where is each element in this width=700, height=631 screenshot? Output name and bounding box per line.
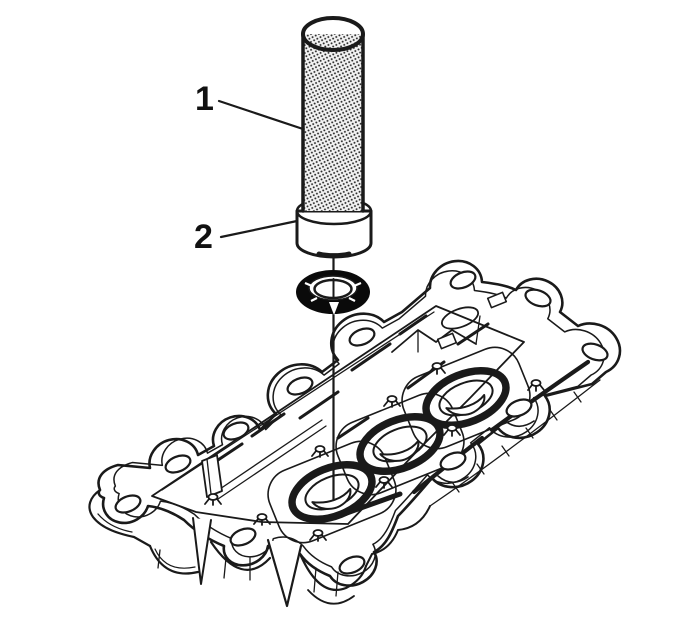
body-arch [209, 540, 272, 571]
recess-tab [436, 332, 458, 350]
opening-ring [422, 366, 510, 430]
bolt-hole [114, 494, 142, 514]
stud-boss [311, 445, 329, 458]
collar-rim-inner-line [298, 214, 370, 225]
opening-pad [335, 392, 465, 496]
recess-walls [391, 329, 477, 353]
flange-bolt-holes [114, 270, 609, 575]
gasket-channel [113, 270, 605, 577]
recess-kidney [440, 306, 480, 330]
handle-top-face [301, 16, 365, 52]
oil-pan-drawing [88, 259, 622, 608]
right-lower-scallops [365, 505, 431, 567]
callout-2-leader [219, 219, 299, 239]
left-wing [88, 488, 152, 548]
floor-ridge-line [213, 419, 327, 500]
bolt-hole [524, 288, 552, 308]
stud-boss [383, 395, 401, 408]
opening-dome [311, 487, 352, 510]
bolt-hole [164, 454, 192, 474]
bolt-hole [439, 451, 467, 471]
left-post [201, 454, 223, 498]
recess-wall-edge [417, 315, 481, 353]
pan-body [88, 488, 431, 608]
post-edge [206, 458, 212, 495]
bottom-lobe [307, 589, 355, 605]
callout-1-label: 1 [195, 80, 214, 118]
stud-boss [204, 493, 222, 506]
opening-pad [401, 346, 531, 450]
stud-boss [309, 529, 327, 542]
collar-body [295, 209, 373, 259]
bolt-hole [229, 527, 257, 547]
post-outline [201, 454, 223, 498]
seal-tick-marks [304, 281, 362, 302]
opening-ring [356, 412, 444, 476]
tube-opening-rear [401, 346, 531, 450]
bolt-hole [449, 270, 477, 290]
opening-ring [288, 460, 376, 524]
bottom-lobe [299, 554, 368, 591]
tube-opening-front [267, 440, 397, 544]
seal-installer-tool [295, 16, 373, 259]
bolt-hole [581, 342, 609, 362]
left-wing-inner [97, 513, 133, 533]
artwork: 1 2 [88, 16, 622, 608]
callout-1-leader [217, 99, 305, 131]
body-arch-inner [154, 548, 196, 569]
bolt-hole [286, 376, 314, 396]
handle-body [303, 34, 363, 211]
side-wall-ticks [451, 391, 582, 493]
opening-dome [445, 393, 486, 416]
stud-boss [253, 513, 271, 526]
floor-rib-dashes [204, 314, 490, 470]
recess-tab [486, 291, 508, 309]
body-fin [266, 538, 303, 608]
tool-handle [301, 16, 365, 213]
right-end-recess [391, 291, 508, 353]
side-wall-line [429, 379, 601, 507]
callouts: 1 2 [194, 80, 305, 256]
stud-boss [428, 362, 446, 375]
body-arch [148, 544, 200, 575]
under-ear-scallop [437, 419, 535, 484]
body-rib-lines [157, 549, 339, 597]
tube-opening-middle [335, 392, 465, 496]
stud-boss [375, 476, 393, 489]
bolt-hole [338, 555, 366, 575]
seal-notch [329, 302, 339, 315]
stud-boss [527, 379, 545, 392]
camshaft-seal [296, 270, 370, 315]
stud-boss [443, 424, 461, 437]
bolt-hole [505, 398, 533, 418]
bolt-hole [348, 327, 376, 347]
callout-2-label: 2 [194, 218, 213, 256]
body-fin [192, 517, 212, 585]
bolt-hole [222, 421, 250, 441]
opening-dome [379, 439, 420, 462]
stud-bosses [204, 362, 545, 542]
